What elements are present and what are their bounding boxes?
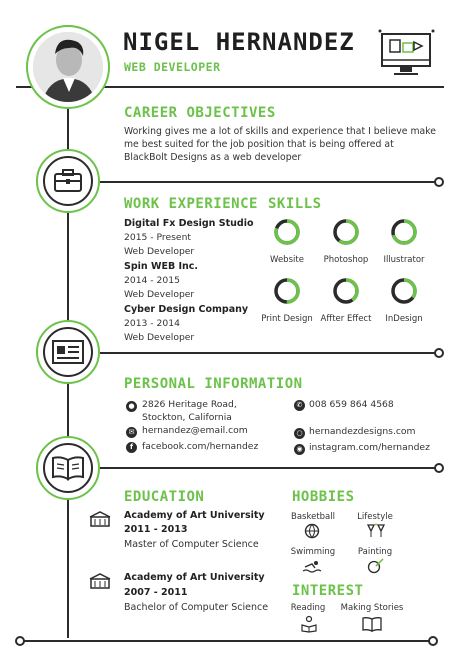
skill-item: Print Design (257, 277, 317, 324)
edu-school: Academy of Art University (124, 510, 265, 521)
personal-rule (100, 352, 436, 354)
skill-label: Website (270, 255, 304, 265)
avatar (33, 32, 103, 102)
facebook-icon: f (126, 442, 137, 453)
email-text: hernandez@email.com (142, 425, 248, 436)
job-company: Spin WEB Inc. (124, 261, 199, 272)
skill-ring-icon (333, 278, 359, 304)
globe-icon: ○ (294, 428, 305, 439)
education-rule-dot (434, 463, 444, 473)
edu-degree: Master of Computer Science (124, 539, 259, 550)
education-heading: EDUCATION (124, 489, 205, 505)
career-rule (100, 181, 436, 183)
bottom-connector (67, 590, 69, 638)
work-heading: WORK EXPERIENCE (124, 196, 258, 212)
bottom-rule-dot-left (15, 636, 25, 646)
header-rule (16, 86, 444, 88)
personal-rule-dot (434, 348, 444, 358)
job-role: Web Developer (124, 332, 195, 343)
skill-label: Print Design (261, 314, 313, 324)
edu-years: 2007 - 2011 (124, 587, 188, 598)
job-role: Web Developer (124, 289, 195, 300)
reading-icon (300, 615, 318, 637)
id-card-inner (43, 327, 93, 377)
briefcase-icon (53, 167, 83, 199)
skill-item: Website (257, 218, 317, 265)
interest-reading: Reading (290, 603, 326, 613)
edu-degree: Bachelor of Computer Science (124, 602, 269, 613)
education-rule (100, 467, 436, 469)
website-text: hernandezdesigns.com (309, 426, 416, 437)
monitor-icon (378, 28, 436, 84)
skill-level-arc (274, 219, 300, 245)
interest-making-stories: Making Stories (340, 603, 404, 613)
skill-ring-icon (391, 278, 417, 304)
paint-brush-icon (367, 558, 385, 578)
instagram-text: instagram.com/hernandez (309, 442, 430, 453)
skill-label: InDesign (385, 314, 423, 324)
skill-label: Affter Effect (320, 314, 372, 324)
skill-level-arc (333, 278, 359, 304)
edu-years: 2011 - 2013 (124, 524, 188, 535)
skill-label: Illustrator (383, 255, 425, 265)
skill-ring-icon (274, 278, 300, 304)
job-role: Web Developer (124, 246, 195, 257)
hobby-swimming: Swimming (290, 547, 336, 557)
swimming-icon (302, 558, 322, 577)
skill-item: Illustrator (374, 218, 434, 265)
bottom-rule-dot-right (428, 636, 438, 646)
school-icon (88, 572, 112, 594)
job-company: Cyber Design Company (124, 304, 249, 315)
location-icon: ● (126, 401, 137, 412)
career-heading: CAREER OBJECTIVES (124, 105, 276, 121)
skill-level-arc (391, 219, 417, 245)
job-period: 2013 - 2014 (124, 318, 180, 329)
phone-icon: ✆ (294, 400, 305, 411)
email-icon: ✉ (126, 427, 137, 438)
id-card-icon (52, 340, 84, 368)
interest-heading: INTEREST (292, 583, 364, 599)
hobby-painting: Painting (357, 547, 393, 557)
job-title: WEB DEVELOPER (124, 60, 221, 74)
skill-ring-icon (391, 219, 417, 245)
basketball-icon (304, 523, 320, 543)
skills-heading: SKILLS (268, 196, 322, 212)
skill-ring-icon (333, 219, 359, 245)
skill-level-arc (391, 278, 417, 304)
job-company: Digital Fx Design Studio (124, 218, 254, 229)
personal-heading: PERSONAL INFORMATION (124, 376, 303, 392)
book-icon (51, 455, 85, 485)
career-rule-dot (434, 177, 444, 187)
skill-item: Photoshop (316, 218, 376, 265)
open-book-icon (362, 616, 382, 636)
hobby-basketball: Basketball (291, 512, 335, 522)
career-text: Working gives me a lot of skills and exp… (124, 126, 436, 163)
person-name: NIGEL HERNANDEZ (123, 28, 355, 56)
skill-label: Photoshop (323, 255, 369, 265)
bottom-rule (20, 640, 430, 642)
skill-level-arc (274, 278, 300, 304)
hobby-lifestyle: Lifestyle (357, 512, 393, 522)
glasses-icon (366, 523, 386, 543)
edu-school: Academy of Art University (124, 572, 265, 583)
job-period: 2014 - 2015 (124, 275, 180, 286)
skill-ring-icon (274, 219, 300, 245)
skill-level-arc (333, 219, 359, 245)
job-period: 2015 - Present (124, 232, 192, 243)
hobbies-heading: HOBBIES (292, 489, 355, 505)
school-icon (88, 510, 112, 532)
address-text: 2826 Heritage Road, Stockton, California (142, 399, 237, 423)
skill-item: InDesign (374, 277, 434, 324)
instagram-icon: ◉ (294, 444, 305, 455)
phone-text: 008 659 864 4568 (309, 399, 394, 410)
skill-item: Affter Effect (316, 277, 376, 324)
facebook-text: facebook.com/hernandez (142, 441, 259, 452)
